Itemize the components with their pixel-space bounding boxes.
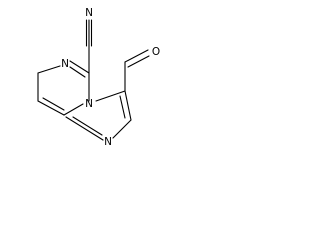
pyrimidine-ring — [37, 60, 90, 116]
bond-c8a-n4 — [63, 103, 84, 116]
atom-n-imidazole: N — [104, 136, 112, 148]
bond-n4-c3 — [95, 90, 126, 102]
bond-c5-n6 — [69, 60, 90, 74]
bond-n1-c8a — [65, 116, 104, 141]
bond-cho-o-double — [127, 55, 150, 68]
atom-n-bridgehead: N — [85, 98, 93, 110]
structure-diagram: N O N N N — [37, 7, 160, 148]
imidazole-ring — [65, 90, 132, 141]
bond-c2-n1 — [112, 119, 132, 139]
bond-n1-c8a-double — [72, 116, 103, 136]
bond-c8-c8a — [37, 100, 65, 116]
bond-c8-c8a-double — [42, 97, 65, 111]
atom-n-cyano: N — [85, 7, 93, 19]
atom-n-pyrimidine: N — [61, 58, 69, 70]
bond-c5-n6-double — [69, 66, 86, 78]
bond-n6-c7 — [37, 65, 61, 74]
bond-c3-c2 — [124, 90, 132, 121]
aldehyde-group — [124, 49, 150, 92]
bond-cho-o — [124, 49, 149, 63]
bond-c3-c2-double — [119, 95, 126, 119]
atom-o-aldehyde: O — [152, 46, 160, 58]
cyano-group — [85, 19, 93, 74]
